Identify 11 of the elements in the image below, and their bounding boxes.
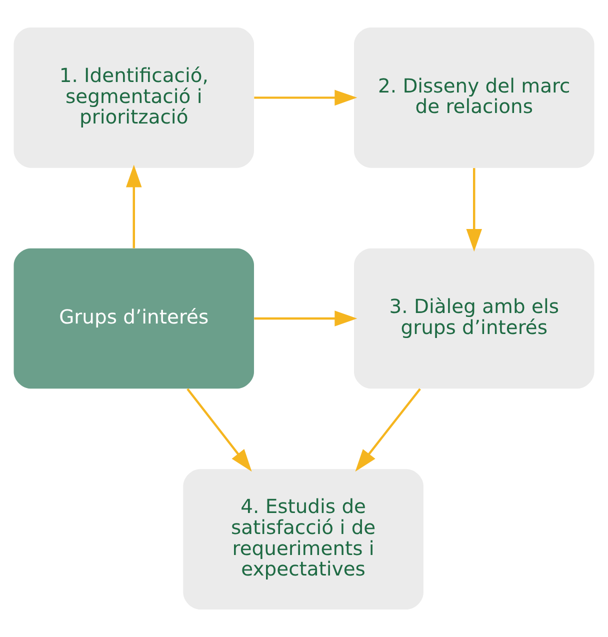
arrow: [186, 388, 252, 472]
arrow: [254, 90, 358, 106]
node-box: 3. Diàleg amb els grups d’interés: [354, 248, 594, 389]
arrow: [126, 164, 142, 248]
node-box: 2. Disseny del marc de relacions: [354, 28, 594, 168]
arrow: [466, 168, 482, 252]
arrow: [355, 388, 421, 472]
node-box: 4. Estudis de satisfacció i de requeriments i expectatives: [183, 469, 424, 610]
node-box: Grups d’interés: [14, 248, 254, 389]
arrow: [254, 310, 358, 326]
node-box: 1. Identificació, segmentació i priorització: [14, 28, 254, 168]
